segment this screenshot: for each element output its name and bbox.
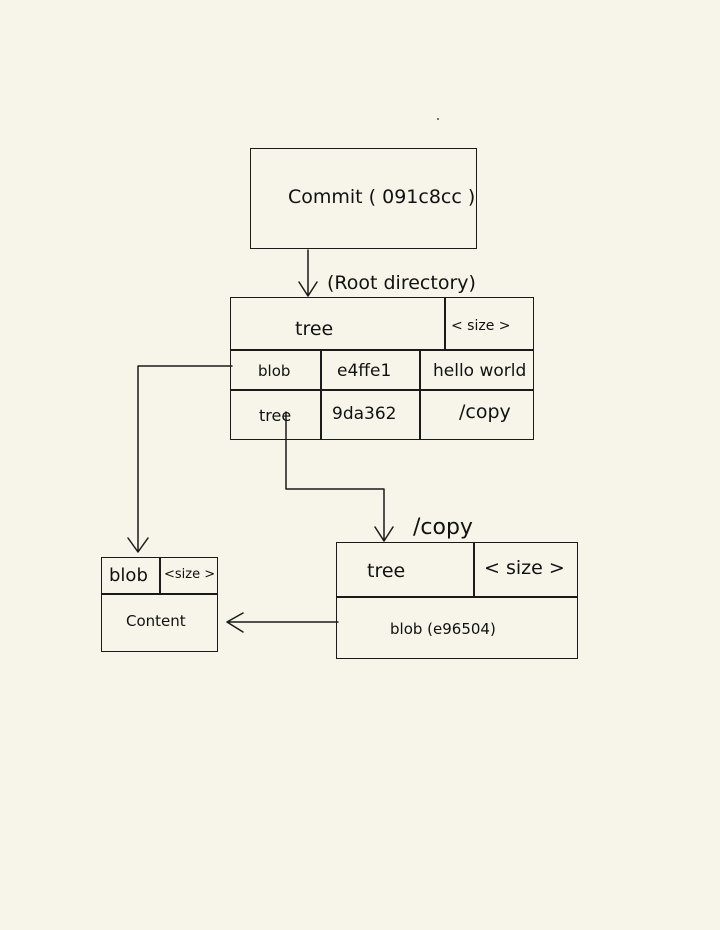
blob-content-label: Content — [126, 612, 186, 630]
root-size-divider — [444, 297, 446, 349]
root-row1-name: hello world — [433, 361, 527, 381]
copy-caption: /copy — [413, 515, 473, 540]
root-col-divider-2 — [419, 349, 421, 440]
root-header-type: tree — [295, 318, 334, 340]
root-tree-to-copy-arrow — [285, 411, 394, 542]
copy-header-type: tree — [367, 560, 406, 582]
root-row1-type: blob — [258, 362, 291, 380]
copy-entry: blob (e96504) — [390, 620, 496, 638]
root-header-divider — [230, 349, 534, 351]
copy-blob-to-blob-arrow — [226, 612, 339, 633]
root-blob-to-blob-arrow — [127, 365, 233, 553]
copy-header-size: < size > — [484, 557, 565, 579]
copy-header-divider — [336, 596, 578, 598]
blob-header-size: <size > — [164, 567, 216, 582]
root-row2-name: /copy — [459, 401, 511, 423]
commit-label: Commit ( 091c8cc ) — [288, 186, 476, 208]
blob-size-divider — [159, 557, 161, 594]
root-directory-caption: (Root directory) — [327, 272, 476, 294]
root-row2-hash: 9da362 — [332, 404, 397, 424]
copy-tree-table — [336, 542, 578, 659]
root-tree-table — [230, 297, 534, 440]
commit-to-root-arrow — [298, 249, 318, 297]
blob-header-type: blob — [109, 565, 148, 586]
root-header-size: < size > — [451, 318, 511, 334]
root-row-divider — [230, 389, 534, 391]
root-row2-type: tree — [259, 406, 292, 425]
root-row1-hash: e4ffe1 — [337, 361, 392, 381]
copy-size-divider — [473, 542, 475, 597]
root-col-divider-1 — [320, 349, 322, 440]
commit-box — [250, 148, 477, 249]
